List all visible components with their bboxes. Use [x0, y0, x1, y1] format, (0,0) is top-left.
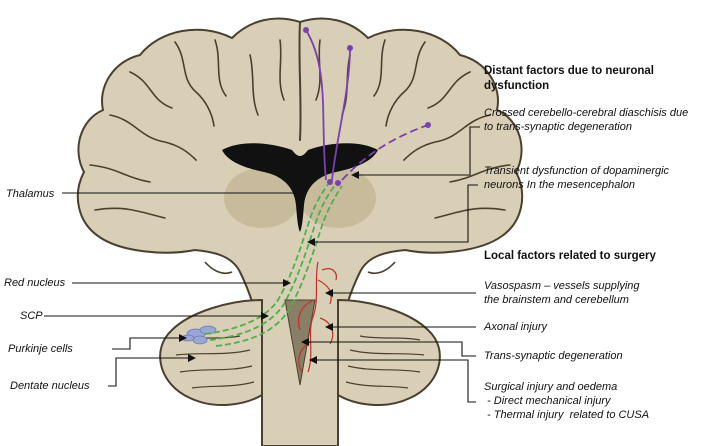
- label-dentate-nucleus: Dentate nucleus: [10, 380, 90, 392]
- scp-tract: [204, 181, 343, 347]
- label-trans-synaptic: Trans-synaptic degeneration: [484, 350, 623, 362]
- label-dopaminergic: Transient dysfunction of dopaminergic ne…: [484, 165, 670, 191]
- heading-distant-factors: Distant factors due to neuronal dysfunct…: [484, 65, 654, 92]
- lateral-ventricles: [222, 143, 378, 232]
- cortical-projections: [305, 29, 429, 181]
- leader-lines-left: [44, 189, 307, 387]
- label-purkinje-cells: Purkinje cells: [8, 343, 73, 355]
- label-thalamus: Thalamus: [6, 188, 55, 200]
- label-scp: SCP: [20, 310, 43, 322]
- label-vasospasm: Vasospasm – vessels supplying the brains…: [484, 280, 640, 306]
- heading-local-factors: Local factors related to surgery: [484, 250, 656, 262]
- cerebrum: [76, 17, 524, 446]
- label-axonal-injury: Axonal injury: [484, 321, 547, 333]
- label-red-nucleus: Red nucleus: [4, 277, 66, 289]
- thalamus-region: [224, 168, 300, 228]
- leader-lines-right: [301, 126, 480, 403]
- label-diaschisis: Crossed cerebello-cerebral diaschisis du…: [484, 107, 689, 133]
- label-surgical-injury: Surgical injury and oedema - Direct mech…: [484, 381, 650, 421]
